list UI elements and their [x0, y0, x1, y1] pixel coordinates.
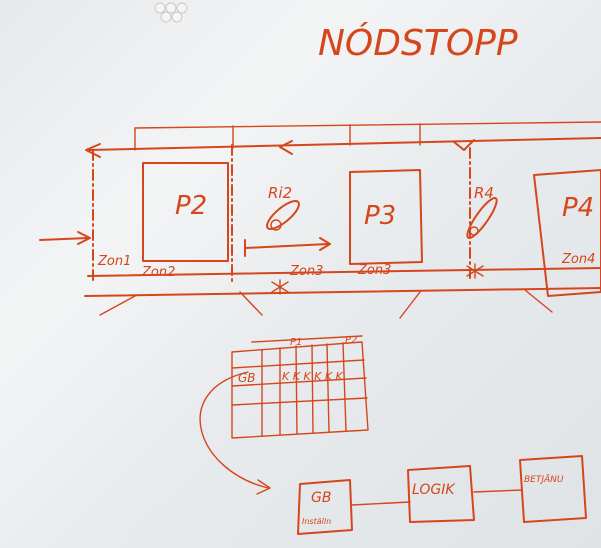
table-row-label-gb: GB: [238, 371, 256, 385]
table-header-p2: P2: [345, 335, 357, 346]
logic-box-label: LOGIK: [412, 482, 456, 498]
gb-box-label: GB: [311, 490, 331, 506]
magnet-cluster: [155, 3, 187, 22]
reflector-label-ri2: Ri2: [268, 184, 292, 202]
conveyor-line: [85, 288, 601, 296]
range-line: [245, 244, 328, 248]
mid-arrowhead: [280, 141, 292, 154]
table-marks: K K K K K K: [282, 370, 344, 383]
settings-table: [232, 336, 368, 438]
product-label-p4: P4: [562, 193, 594, 223]
logic-to-actuator-line: [474, 490, 522, 492]
zone-bracket-top: [135, 122, 601, 128]
product-box-p4: [534, 170, 601, 296]
zone-label-4: Zon4: [561, 252, 595, 267]
top-flow-line: [88, 138, 601, 150]
table-to-gb-arrow: [200, 372, 268, 488]
table-header-p1: P1: [290, 337, 302, 348]
product-label-p2: P2: [175, 191, 207, 221]
actuator-box-label: BETJÄNU: [524, 474, 564, 485]
gb-box-sublabel: Inställn: [302, 517, 331, 526]
page-title: NÓDSTOPP: [318, 22, 518, 64]
gb-to-logic-line: [352, 502, 410, 505]
product-label-p3: P3: [364, 201, 396, 231]
zone-label-1: Zon1: [97, 254, 131, 269]
actuator-box: [520, 456, 586, 522]
entry-arrow: [40, 238, 88, 240]
zone-label-2: Zon2: [141, 265, 175, 280]
reflector-ri2: [263, 197, 303, 233]
